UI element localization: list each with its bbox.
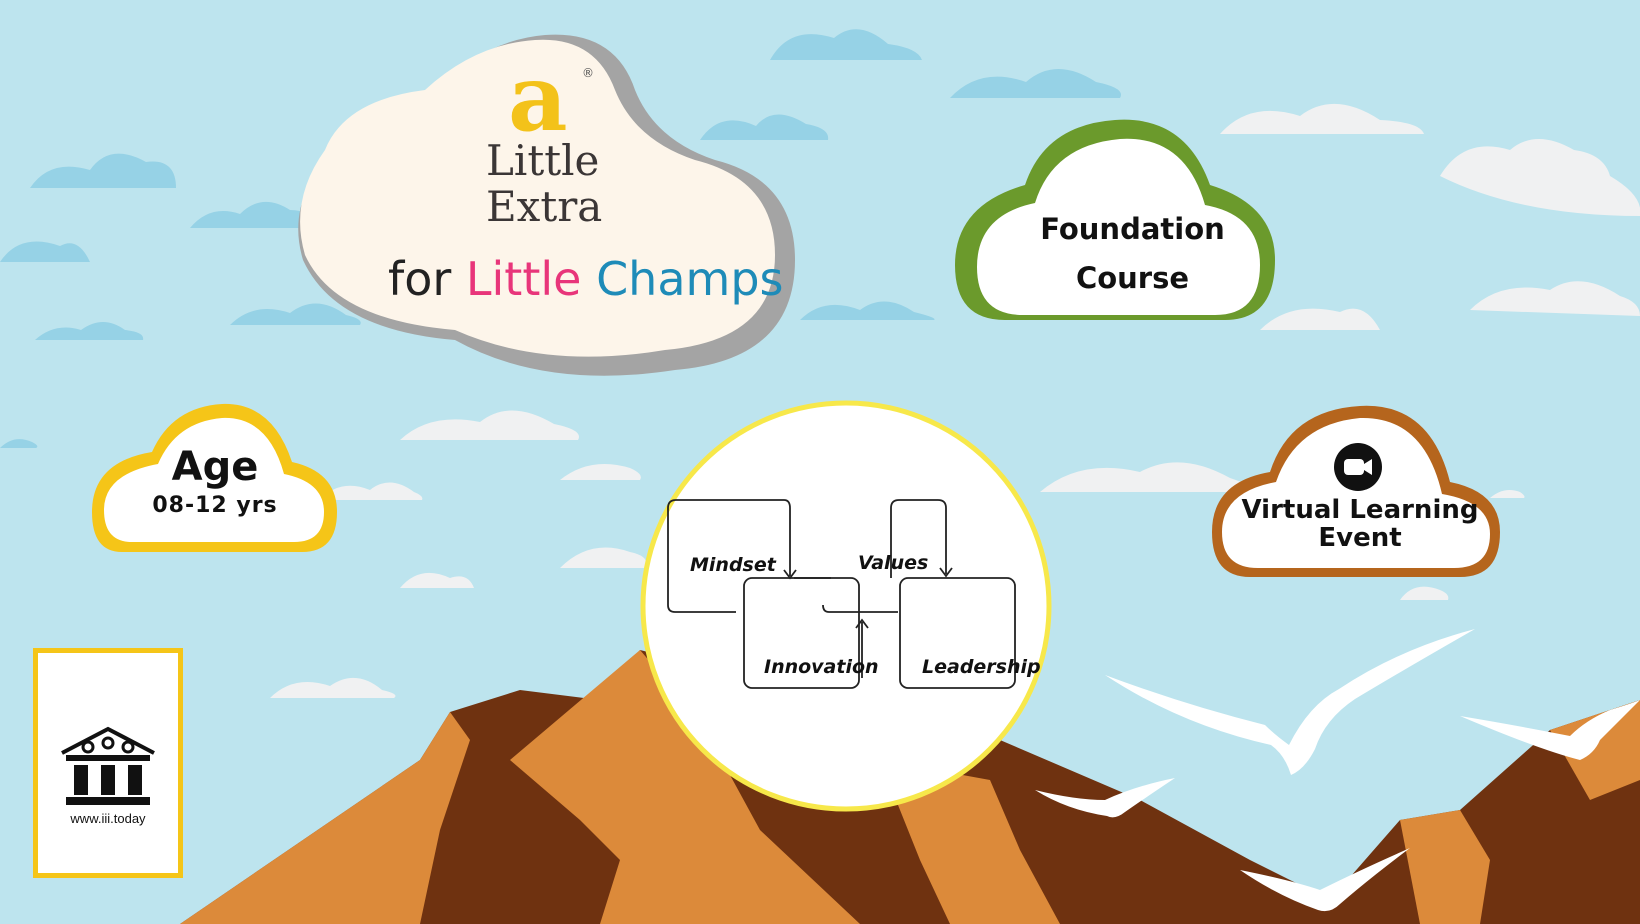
tagline-champs: Champs (596, 252, 784, 306)
event-title-line1: Virtual Learning (1241, 495, 1479, 525)
diagram-circle (640, 400, 1052, 812)
iii-logo-card: www.iii.today (33, 648, 183, 878)
event-cloud (1212, 405, 1500, 577)
event-cloud-text: Virtual Learning Event (1240, 496, 1480, 552)
iii-building-icon (61, 726, 155, 805)
brand-name-line2: Extra (486, 182, 603, 231)
step-values: Values (858, 552, 929, 574)
age-label: Age (171, 444, 259, 490)
event-title-line2: Event (1318, 523, 1402, 553)
course-cloud-text: Foundation Course (1000, 205, 1265, 303)
iii-url: www.iii.today (70, 811, 146, 826)
course-title-line1: Foundation (1040, 212, 1225, 246)
age-cloud (92, 403, 337, 552)
sky-clouds-white (270, 103, 1640, 698)
birds (1035, 629, 1640, 912)
brand-logo-letter: a (508, 44, 568, 152)
age-cloud-text: Age 08-12 yrs (140, 444, 290, 522)
brand-logo: a ® (508, 52, 594, 144)
course-title-line2: Course (1075, 261, 1190, 295)
video-camera-icon (1334, 443, 1382, 491)
registered-mark: ® (582, 66, 594, 80)
tagline: for Little Champs (388, 252, 784, 306)
course-cloud (955, 119, 1275, 321)
step-box-leadership (899, 577, 1016, 689)
brand-blob (298, 34, 795, 376)
age-range: 08-12 yrs (152, 493, 278, 518)
tagline-for: for (388, 252, 452, 306)
step-mindset: Mindset (690, 554, 776, 576)
sky-clouds-blue (0, 29, 1196, 448)
step-leadership: Leadership (922, 656, 1041, 678)
step-innovation: Innovation (764, 656, 879, 678)
brand-name-line1: Little (486, 136, 600, 185)
tagline-little: Little (465, 252, 582, 306)
values-diagram (640, 400, 1052, 812)
step-box-innovation (743, 577, 860, 689)
